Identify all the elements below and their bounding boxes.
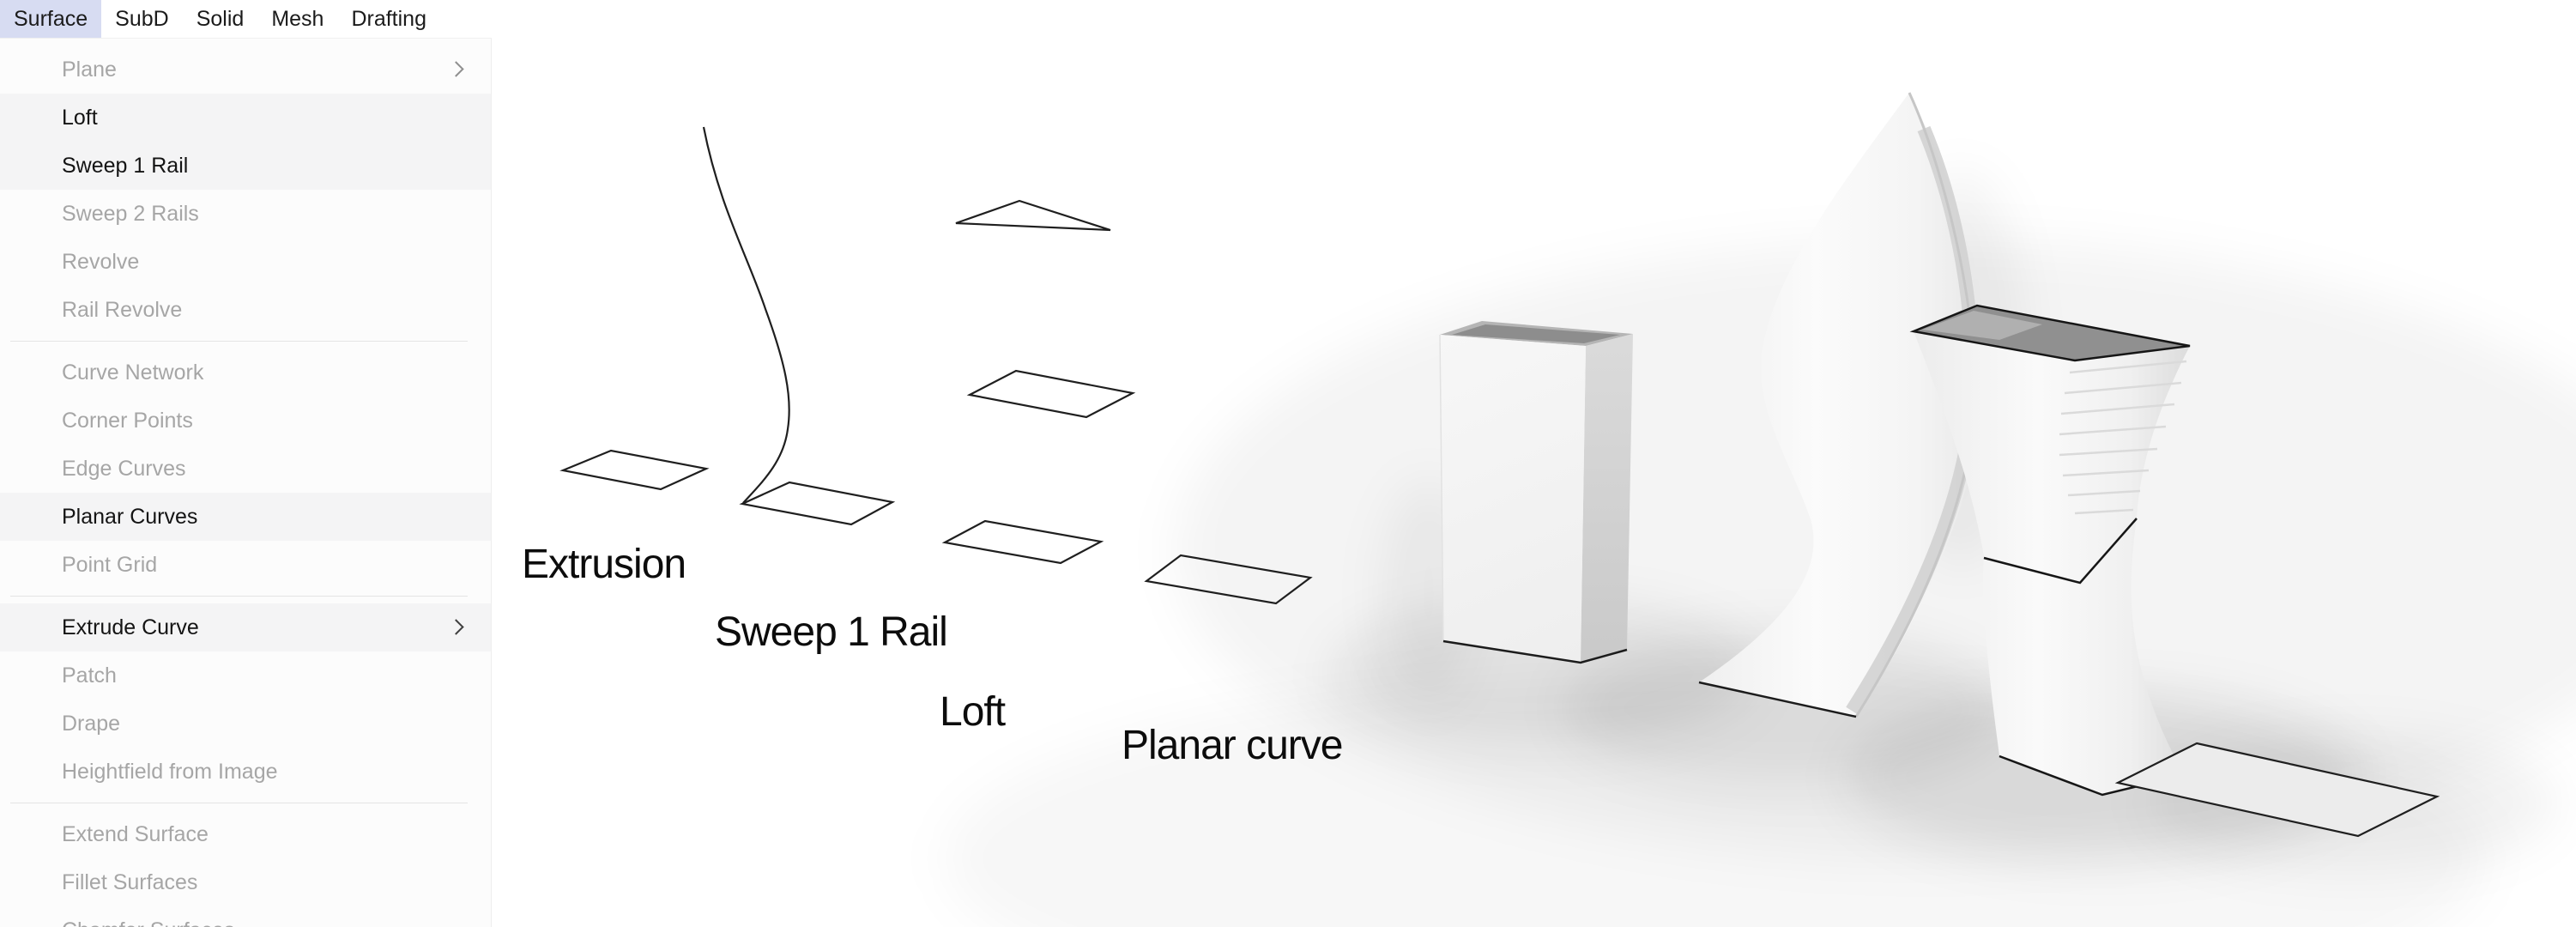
surface-dropdown-menu: Plane Loft Sweep 1 Rail Sweep 2 Rails Re… xyxy=(0,38,492,927)
loft-profile-rect-lower[interactable] xyxy=(941,519,1104,565)
menu-item-chamfer-surfaces: Chamfer Surfaces xyxy=(0,906,491,927)
menubar: Surface SubD Solid Mesh Drafting xyxy=(0,0,2576,38)
menu-item-label: Loft xyxy=(62,105,98,130)
input-curves[interactable] xyxy=(559,126,2440,838)
label-sweep-1-rail: Sweep 1 Rail xyxy=(715,609,948,655)
planar-surface-result[interactable] xyxy=(2114,742,2440,838)
submenu-chevron-icon xyxy=(448,619,464,635)
menu-item-label: Edge Curves xyxy=(62,456,186,481)
menu-item-label: Corner Points xyxy=(62,408,193,433)
menu-item-patch: Patch xyxy=(0,651,491,700)
menu-item-heightfield-from-image: Heightfield from Image xyxy=(0,748,491,796)
menu-item-label: Revolve xyxy=(62,249,140,274)
label-extrusion: Extrusion xyxy=(522,542,686,587)
menu-item-rail-revolve: Rail Revolve xyxy=(0,286,491,334)
menu-item-label: Sweep 1 Rail xyxy=(62,153,189,178)
submenu-chevron-icon xyxy=(448,61,464,77)
menu-item-corner-points: Corner Points xyxy=(0,397,491,445)
menu-item-fillet-surfaces: Fillet Surfaces xyxy=(0,858,491,906)
twist-ribs xyxy=(2059,360,2187,515)
menubar-item-subd[interactable]: SubD xyxy=(115,6,169,31)
menu-item-label: Extrude Curve xyxy=(62,615,199,639)
menu-item-label: Heightfield from Image xyxy=(62,759,278,784)
extrusion-profile-rect[interactable] xyxy=(559,449,710,491)
menu-item-label: Point Grid xyxy=(62,552,158,577)
menubar-item-surface[interactable]: Surface xyxy=(0,0,102,38)
menu-item-label: Patch xyxy=(62,663,117,688)
menu-item-point-grid: Point Grid xyxy=(0,541,491,589)
planar-curve-rect[interactable] xyxy=(1144,554,1313,605)
menu-item-label: Extend Surface xyxy=(62,821,209,846)
menu-item-label: Planar Curves xyxy=(62,504,198,529)
menu-item-extrude-curve[interactable]: Extrude Curve xyxy=(0,603,491,651)
menubar-item-mesh[interactable]: Mesh xyxy=(271,6,324,31)
label-planar-curve: Planar curve xyxy=(1122,723,1343,768)
menu-item-sweep-1-rail[interactable]: Sweep 1 Rail xyxy=(0,142,491,190)
menubar-item-drafting[interactable]: Drafting xyxy=(351,6,426,31)
loft-profile-rect-upper[interactable] xyxy=(966,369,1136,419)
menu-item-label: Drape xyxy=(62,711,121,736)
menu-item-label: Rail Revolve xyxy=(62,297,183,322)
menu-item-label: Fillet Surfaces xyxy=(62,869,198,894)
menu-item-label: Plane xyxy=(62,57,117,82)
menu-item-extend-surface: Extend Surface xyxy=(0,810,491,858)
sweep-profile-rect[interactable] xyxy=(739,481,896,526)
menu-item-drape: Drape xyxy=(0,700,491,748)
loft-profile-triangle[interactable] xyxy=(955,199,1111,232)
menu-item-loft[interactable]: Loft xyxy=(0,94,491,142)
menu-item-label: Chamfer Surfaces xyxy=(62,918,234,927)
menu-item-label: Curve Network xyxy=(62,360,204,385)
menu-item-sweep-2-rails: Sweep 2 Rails xyxy=(0,190,491,238)
menu-item-planar-curves[interactable]: Planar Curves xyxy=(0,493,491,541)
loft-vase-solid[interactable] xyxy=(1909,304,2191,797)
menu-item-curve-network: Curve Network xyxy=(0,348,491,397)
menu-separator xyxy=(0,334,491,348)
menu-item-revolve: Revolve xyxy=(0,238,491,286)
menu-item-label: Sweep 2 Rails xyxy=(62,201,199,226)
label-loft: Loft xyxy=(940,689,1006,735)
menu-separator xyxy=(0,589,491,603)
rail-curve[interactable] xyxy=(702,126,790,504)
menubar-item-solid[interactable]: Solid xyxy=(196,6,245,31)
menu-separator xyxy=(0,796,491,810)
menu-item-edge-curves: Edge Curves xyxy=(0,445,491,493)
extrusion-box-solid[interactable] xyxy=(1439,321,1633,664)
menu-item-plane: Plane xyxy=(0,45,491,94)
